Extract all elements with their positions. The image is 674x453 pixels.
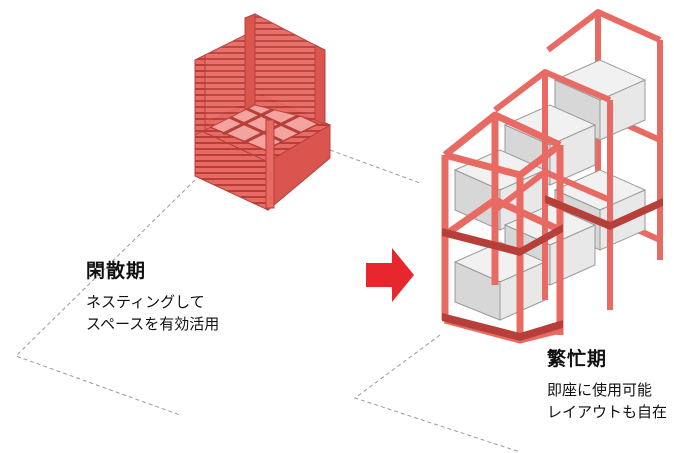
busy-season-title: 繁忙期: [547, 348, 608, 370]
offseason-line-1: ネスティングして: [86, 293, 205, 311]
offseason-line-2: スペースを有効活用: [86, 315, 220, 333]
floor-outline-left: [15, 149, 421, 416]
offseason-title: 閑散期: [86, 260, 147, 282]
stacked-rack-icon: [441, 9, 663, 344]
busy-season-label: 繁忙期 即座に使用可能 レイアウトも自在: [547, 344, 667, 423]
nested-rack-stack-icon: [193, 13, 332, 212]
offseason-label: 閑散期 ネスティングして スペースを有効活用: [86, 256, 219, 335]
floor-outline-right: [353, 334, 521, 453]
busy-season-line-2: レイアウトも自在: [547, 403, 668, 421]
busy-season-line-1: 即座に使用可能: [547, 381, 653, 399]
offseason-description: ネスティングして スペースを有効活用: [86, 291, 219, 335]
arrow-right-icon: [366, 248, 414, 302]
busy-season-description: 即座に使用可能 レイアウトも自在: [547, 379, 667, 423]
